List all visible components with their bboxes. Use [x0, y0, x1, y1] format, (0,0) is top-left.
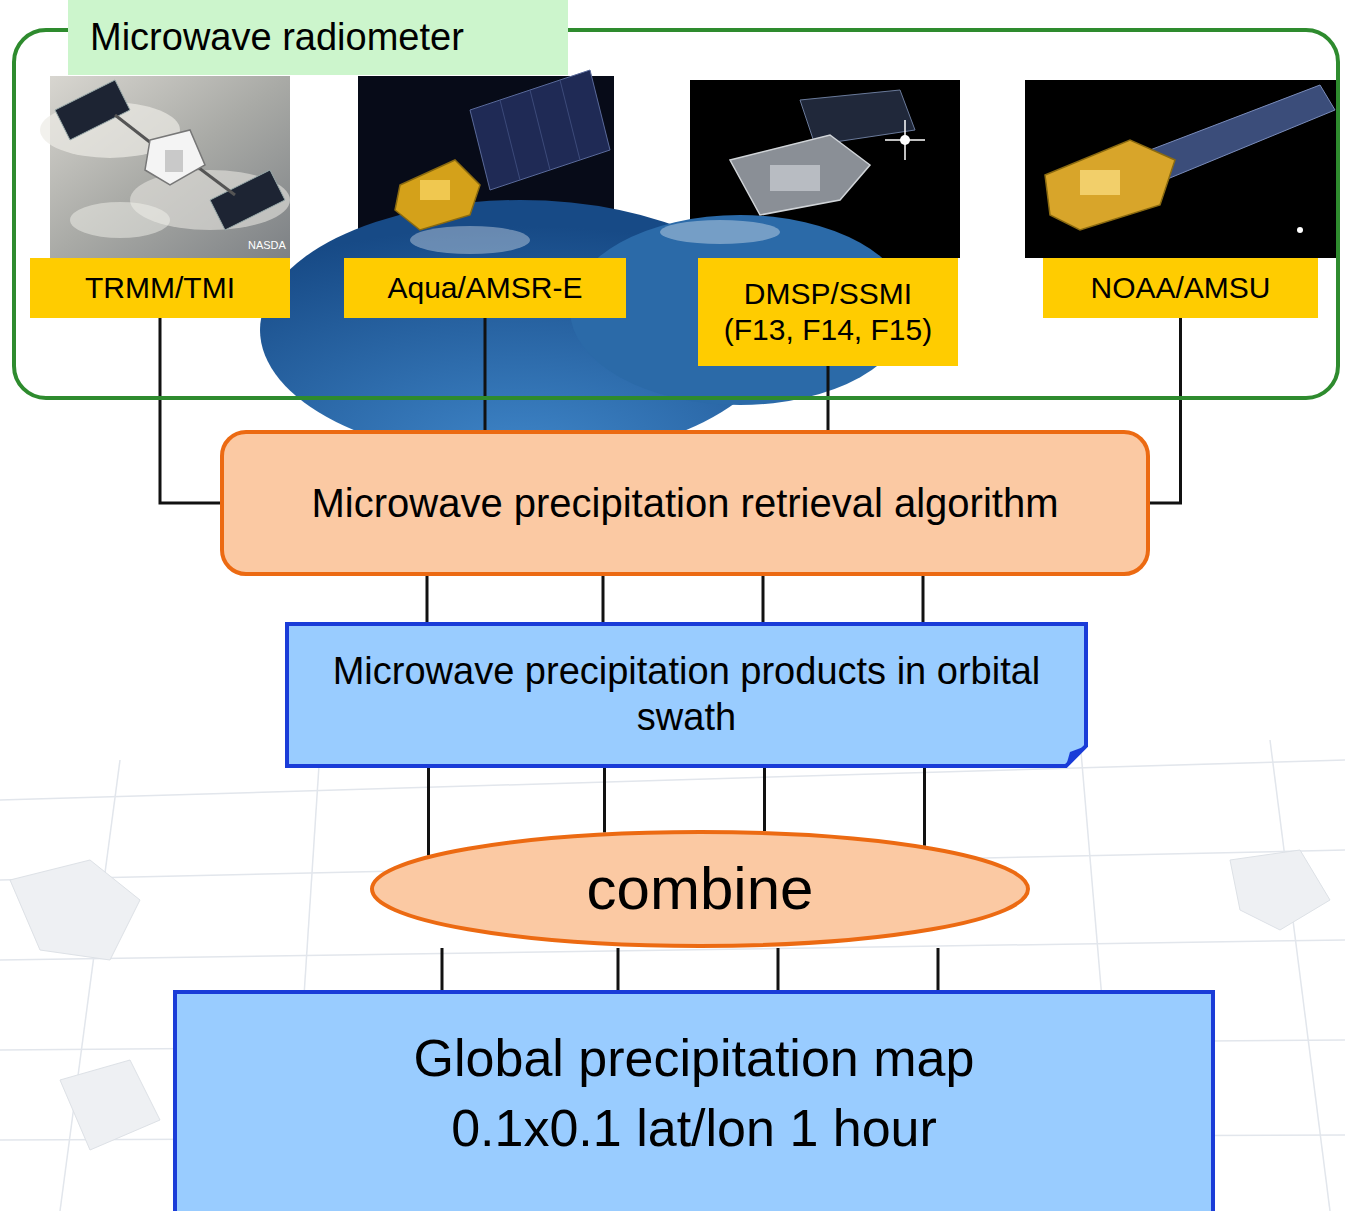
connector-segment	[922, 576, 925, 622]
group-frame: Microwave radiometerTRMM/TMIAqua/AMSR-ED…	[12, 28, 1340, 400]
node-label: NOAA/AMSU	[1090, 270, 1270, 306]
connector-segment	[160, 318, 220, 503]
connector-line	[442, 948, 938, 990]
group-heading: Microwave radiometer	[90, 15, 464, 61]
instrument-label: NOAA/AMSU	[1043, 258, 1318, 318]
connector-segment	[763, 768, 766, 831]
node-label: Global precipitation map	[414, 1027, 975, 1089]
connector-line	[1150, 318, 1181, 503]
node-label: combine	[587, 853, 814, 925]
process-box: Microwave precipitation retrieval algori…	[220, 430, 1150, 576]
output-box: Global precipitation map 0.1x0.1 lat/lon …	[173, 990, 1215, 1211]
connector-segment	[617, 948, 620, 990]
dmsp-image	[570, 80, 960, 405]
connector-line	[485, 318, 486, 430]
connector-segment	[602, 576, 605, 622]
document-outline	[285, 622, 1088, 768]
node-detail: 0.1x0.1 lat/lon 1 hour	[451, 1097, 937, 1159]
connector-segment	[603, 768, 606, 833]
node-label: TRMM/TMI	[85, 270, 235, 306]
connector-segment	[762, 576, 765, 622]
connector-segment	[427, 768, 430, 855]
node-label: Aqua/AMSR-E	[387, 270, 582, 306]
heading-tab: Microwave radiometer	[68, 0, 568, 75]
connector-segment	[484, 318, 487, 430]
document-box: Microwave precipitation products in orbi…	[285, 622, 1088, 768]
instrument-label: Aqua/AMSR-E	[344, 258, 626, 318]
process-ellipse: combine	[370, 830, 1030, 948]
connector-segment	[1150, 318, 1181, 503]
instrument-label: TRMM/TMI	[30, 258, 290, 318]
node-label: Microwave precipitation retrieval algori…	[312, 479, 1059, 527]
instrument-label: DMSP/SSMI (F13, F14, F15)	[698, 258, 958, 366]
trmm-image	[40, 76, 290, 258]
connector-line	[427, 576, 923, 622]
connector-segment	[937, 948, 940, 990]
node-label: Microwave precipitation products in orbi…	[307, 649, 1067, 740]
connector-line	[160, 318, 220, 503]
noaa-image	[1025, 80, 1338, 258]
watermark: NASDA	[248, 240, 286, 251]
connector-segment	[777, 948, 780, 990]
watermark-holder: NASDA	[248, 240, 286, 251]
node-label: DMSP/SSMI (F13, F14, F15)	[716, 276, 941, 348]
connector-segment	[441, 948, 444, 990]
connector-segment	[923, 768, 926, 846]
connector-segment	[426, 576, 429, 622]
